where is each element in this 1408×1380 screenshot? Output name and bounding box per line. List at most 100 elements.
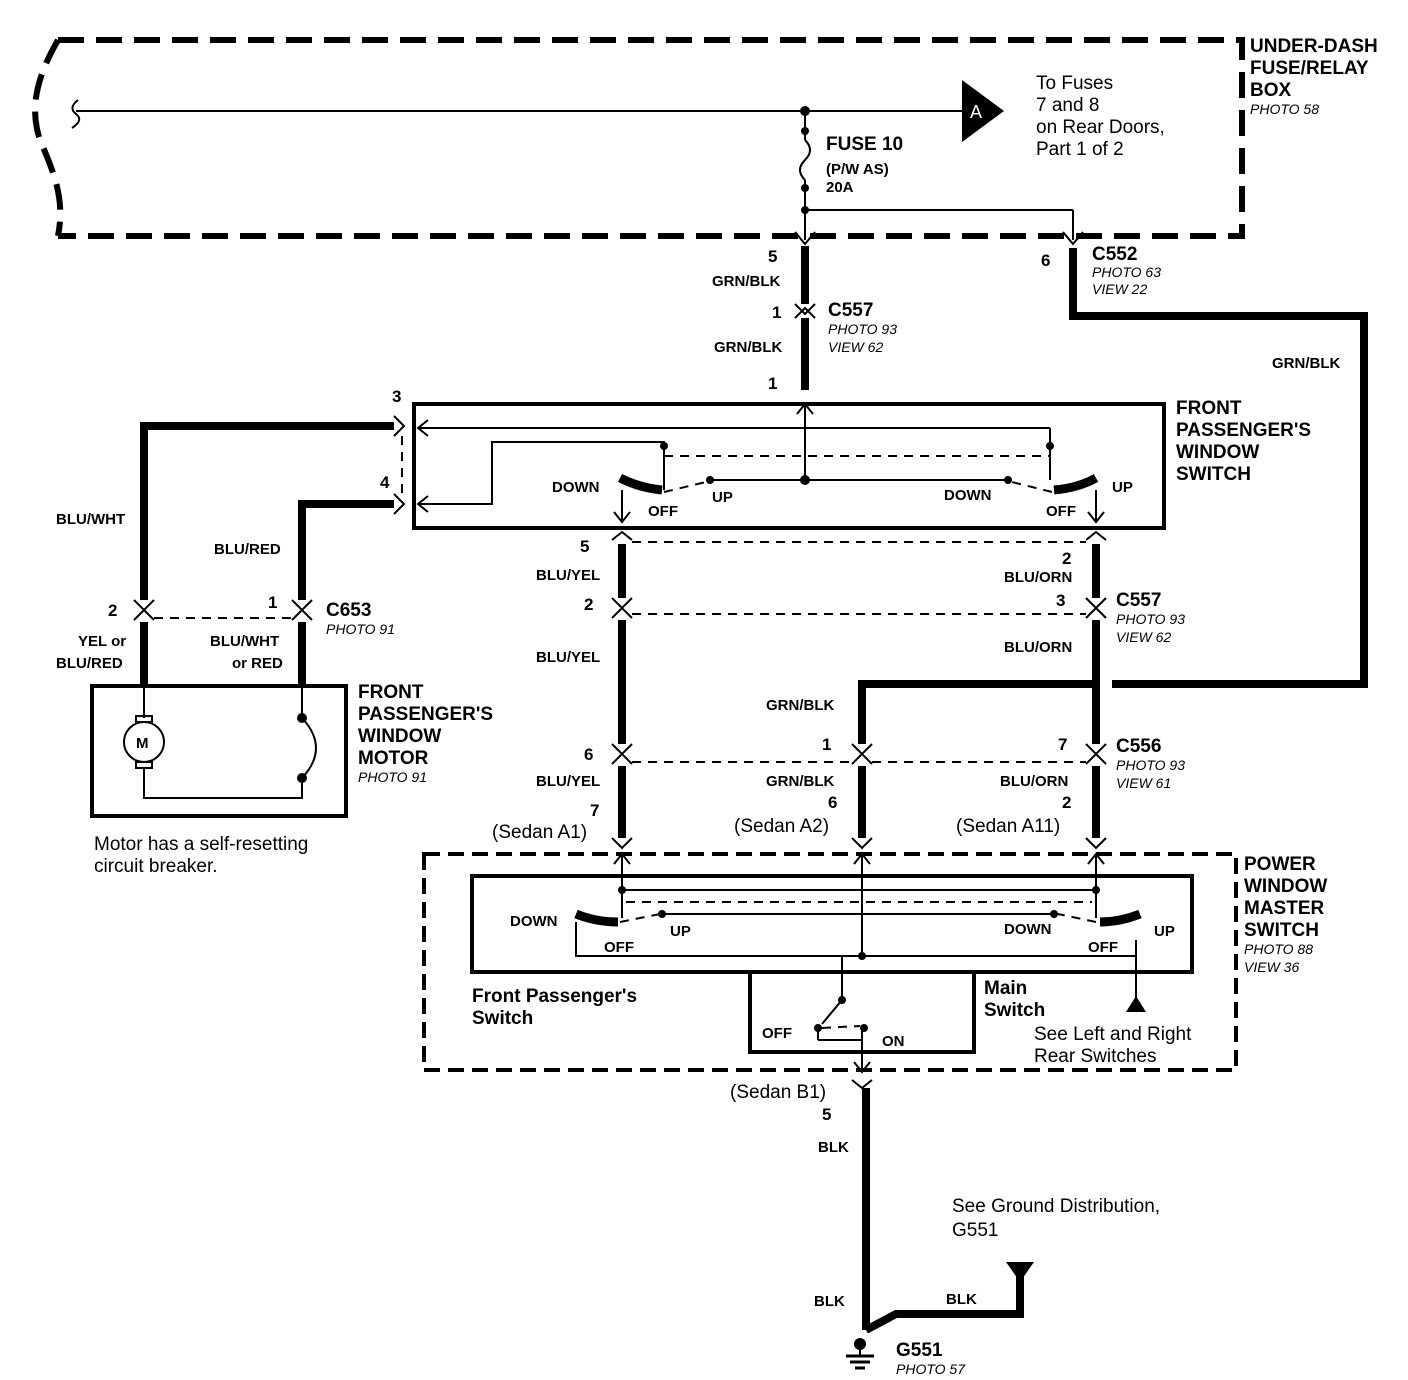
connector-a-letter: A bbox=[970, 102, 982, 122]
wire-label-yel-or-1: YEL or bbox=[78, 633, 126, 650]
ground-symbol-g551: G551 PHOTO 57 bbox=[846, 1338, 966, 1377]
to-fuses-2: 7 and 8 bbox=[1036, 95, 1099, 116]
wire-label-blu-orn-3: BLU/ORN bbox=[1000, 773, 1068, 790]
main-off: OFF bbox=[762, 1025, 792, 1042]
front-switch-down-right: DOWN bbox=[944, 487, 992, 504]
connector-c552: 5 6 C552 PHOTO 63 VIEW 22 bbox=[768, 231, 1161, 297]
c653-name: C653 bbox=[326, 600, 371, 621]
fuse-rating: 20A bbox=[826, 179, 854, 196]
see-ground-2: G551 bbox=[952, 1220, 998, 1241]
front-switch-up-left: UP bbox=[712, 489, 733, 506]
connector-c557-top: 1 C557 PHOTO 93 VIEW 62 1 bbox=[768, 300, 897, 393]
wire-label-blu-wht-or-2: or RED bbox=[232, 655, 283, 672]
rear-switch-arrow bbox=[1126, 996, 1146, 1012]
motor-note-2: circuit breaker. bbox=[94, 856, 218, 877]
c556-photo: PHOTO 93 bbox=[1116, 757, 1185, 773]
motor-note-1: Motor has a self-resetting bbox=[94, 834, 308, 855]
master-pin-6: 6 bbox=[828, 793, 837, 812]
wire-label-yel-or-2: BLU/RED bbox=[56, 655, 123, 672]
master-down-left: DOWN bbox=[510, 913, 558, 930]
front-switch-title-4: SWITCH bbox=[1176, 464, 1251, 485]
motor-title-1: FRONT bbox=[358, 682, 424, 703]
connector-c653: 2 1 C653 PHOTO 91 YEL or BLU/RED BLU/WHT… bbox=[56, 593, 395, 686]
motor-title-3: WINDOW bbox=[358, 726, 441, 747]
master-pin-a11: (Sedan A11) bbox=[956, 816, 1060, 837]
master-down-right: DOWN bbox=[1004, 921, 1052, 938]
master-title-1: POWER bbox=[1244, 854, 1316, 875]
master-pin-a1: (Sedan A1) bbox=[492, 822, 587, 843]
master-up-left: UP bbox=[670, 923, 691, 940]
fuse-relay-box: UNDER-DASH FUSE/RELAY BOX PHOTO 58 bbox=[32, 36, 1378, 239]
c556-name: C556 bbox=[1116, 736, 1161, 757]
master-pin-a2: (Sedan A2) bbox=[734, 816, 829, 837]
c557-mid-photo: PHOTO 93 bbox=[1116, 611, 1185, 627]
c653-pin-2: 2 bbox=[108, 601, 117, 620]
ground-photo: PHOTO 57 bbox=[896, 1361, 966, 1377]
front-switch-off-left: OFF bbox=[648, 503, 678, 520]
wire-label-blk-2: BLK bbox=[814, 1293, 845, 1310]
master-up-right: UP bbox=[1154, 923, 1175, 940]
c557-top-photo: PHOTO 93 bbox=[828, 321, 897, 337]
c556-pin-6: 6 bbox=[584, 745, 593, 764]
wire-grn-blk-right: GRN/BLK bbox=[1069, 248, 1368, 688]
wire-label-blu-wht: BLU/WHT bbox=[56, 511, 125, 528]
c557-mid-pin-3: 3 bbox=[1056, 591, 1065, 610]
main-switch-1: Main bbox=[984, 978, 1027, 999]
front-switch-off-right: OFF bbox=[1046, 503, 1076, 520]
power-window-master-switch: POWER WINDOW MASTER SWITCH PHOTO 88 VIEW… bbox=[422, 852, 1327, 1074]
c557-top-pin: 1 bbox=[772, 303, 781, 322]
switch-pin-1: 1 bbox=[768, 374, 777, 393]
wire-label-grn-blk-4: GRN/BLK bbox=[766, 697, 834, 714]
front-pass-switch-1: Front Passenger's bbox=[472, 986, 637, 1007]
front-switch-title-2: PASSENGER'S bbox=[1176, 420, 1311, 441]
master-photo: PHOTO 88 bbox=[1244, 941, 1313, 957]
fuse-box-title-3: BOX bbox=[1250, 80, 1292, 101]
c556-pin-7: 7 bbox=[1058, 735, 1067, 754]
wire-label-blu-yel-3: BLU/YEL bbox=[536, 773, 600, 790]
front-pass-switch-2: Switch bbox=[472, 1008, 533, 1029]
main-on: ON bbox=[882, 1033, 905, 1050]
window-motor: M FRONT PASSENGER'S WINDOW MOTOR PHOTO 9… bbox=[90, 682, 493, 877]
fuse-box-photo: PHOTO 58 bbox=[1250, 101, 1319, 117]
c556-view: VIEW 61 bbox=[1116, 775, 1171, 791]
front-passenger-window-switch: FRONT PASSENGER'S WINDOW SWITCH DOWN OFF bbox=[412, 398, 1311, 530]
c552-pin-5: 5 bbox=[768, 247, 777, 266]
c557-mid-name: C557 bbox=[1116, 590, 1161, 611]
to-fuses-1: To Fuses bbox=[1036, 73, 1113, 94]
c556-pin-1: 1 bbox=[822, 735, 831, 754]
master-view: VIEW 36 bbox=[1244, 959, 1299, 975]
wire-label-blu-yel-1: BLU/YEL bbox=[536, 567, 600, 584]
master-pin-b1: (Sedan B1) bbox=[730, 1082, 826, 1103]
see-rear-1: See Left and Right bbox=[1034, 1024, 1192, 1045]
wire-label-grn-blk-1: GRN/BLK bbox=[712, 273, 780, 290]
wire-label-grn-blk-3: GRN/BLK bbox=[1272, 355, 1340, 372]
fuse-box-bus: A To Fuses 7 and 8 on Rear Doors, Part 1… bbox=[71, 73, 1165, 160]
c653-pin-1: 1 bbox=[268, 593, 277, 612]
fuse-sub: (P/W AS) bbox=[826, 161, 889, 178]
fuse-box-title-1: UNDER-DASH bbox=[1250, 36, 1378, 57]
c557-mid-pin-2: 2 bbox=[584, 595, 593, 614]
ground-distribution-arrow bbox=[1006, 1262, 1034, 1282]
switch-pin-4: 4 bbox=[380, 473, 390, 492]
connector-a-triangle bbox=[962, 80, 1004, 142]
c552-view: VIEW 22 bbox=[1092, 281, 1147, 297]
wire-label-grn-blk-5: GRN/BLK bbox=[766, 773, 834, 790]
front-switch-pin-2: 2 bbox=[1062, 549, 1071, 568]
wire-label-blk-1: BLK bbox=[818, 1139, 849, 1156]
front-switch-title-1: FRONT bbox=[1176, 398, 1242, 419]
master-pin-2: 2 bbox=[1062, 793, 1071, 812]
wires-to-motor: 3 4 BLU/WHT BLU/RED bbox=[56, 387, 406, 600]
wire-label-blu-wht-or-1: BLU/WHT bbox=[210, 633, 279, 650]
master-title-4: SWITCH bbox=[1244, 920, 1319, 941]
see-rear-2: Rear Switches bbox=[1034, 1046, 1157, 1067]
wires-switch-to-master: 5 2 BLU/YEL BLU/ORN 2 3 C557 PHOTO 93 VI… bbox=[492, 530, 1185, 850]
motor-symbol: M bbox=[136, 735, 149, 752]
motor-title-4: MOTOR bbox=[358, 748, 429, 769]
switch-pin-3: 3 bbox=[392, 387, 401, 406]
wire-label-blu-red: BLU/RED bbox=[214, 541, 281, 558]
ground-name: G551 bbox=[896, 1340, 943, 1361]
ground-wire: (Sedan B1) 5 BLK BLK BLK See Ground Dist… bbox=[730, 1079, 1160, 1334]
master-off-left: OFF bbox=[604, 939, 634, 956]
c653-photo: PHOTO 91 bbox=[326, 621, 395, 637]
